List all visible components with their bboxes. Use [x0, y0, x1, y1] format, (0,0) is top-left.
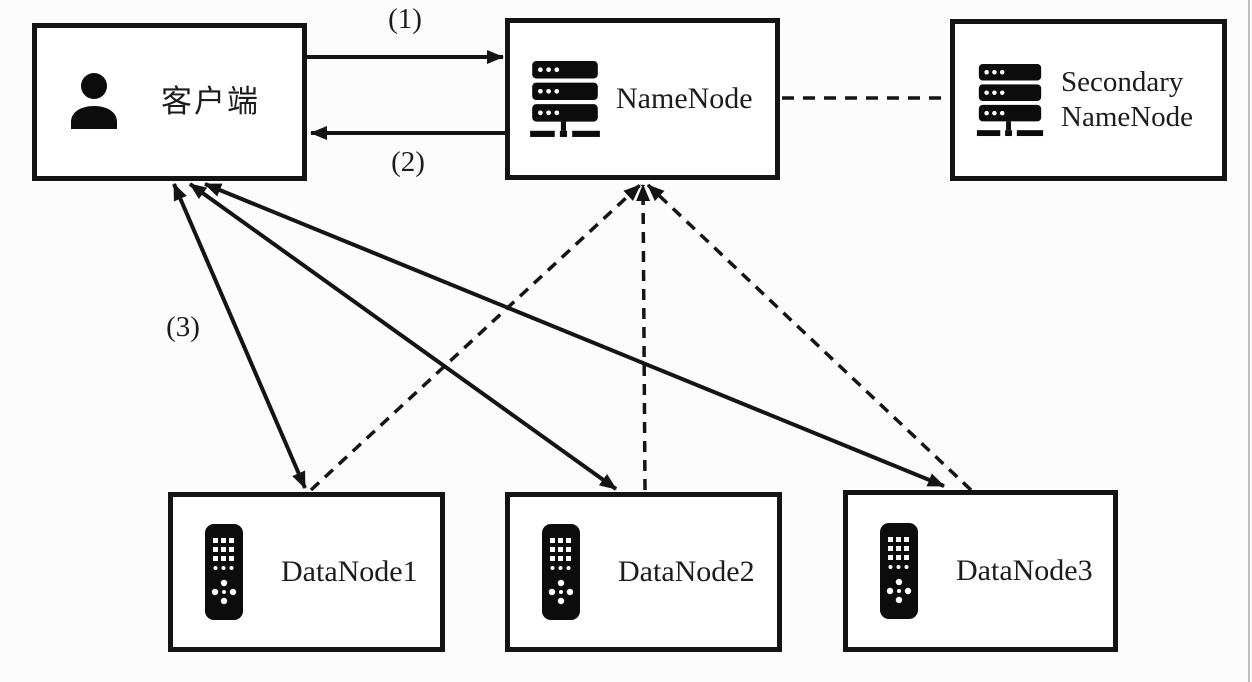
node-datanode3-label: DataNode3	[956, 553, 1093, 587]
node-datanode3: DataNode3	[843, 490, 1118, 652]
node-namenode-label: NameNode	[616, 81, 753, 115]
edge-label-step2: (2)	[391, 146, 425, 178]
storage-device-icon	[540, 523, 582, 621]
edge-client-datanode3	[204, 182, 945, 488]
server-icon	[526, 59, 604, 139]
edge-datanode1-namenode-dashed	[309, 183, 642, 492]
edge-datanode2-namenode-dashed	[636, 184, 651, 491]
edge-datanode3-namenode-dashed	[646, 183, 973, 492]
node-client: 客户端	[32, 23, 307, 181]
node-secondary-namenode-label: Secondary NameNode	[1061, 65, 1194, 133]
node-namenode: NameNode	[505, 18, 780, 180]
edge-client-datanode2	[188, 182, 618, 491]
storage-device-icon	[878, 522, 920, 620]
storage-device-icon	[203, 523, 245, 621]
node-secondary-namenode: Secondary NameNode	[950, 19, 1227, 181]
edge-label-step1: (1)	[388, 3, 422, 35]
node-client-label: 客户端	[161, 84, 260, 120]
screen-right-edge-line	[1248, 0, 1250, 682]
node-datanode1-label: DataNode1	[281, 554, 418, 588]
node-datanode1: DataNode1	[168, 492, 445, 652]
node-datanode2-label: DataNode2	[618, 554, 755, 588]
edge-label-step3: (3)	[166, 311, 200, 343]
user-icon	[63, 71, 125, 133]
node-datanode2: DataNode2	[505, 492, 782, 652]
server-icon	[973, 62, 1047, 138]
